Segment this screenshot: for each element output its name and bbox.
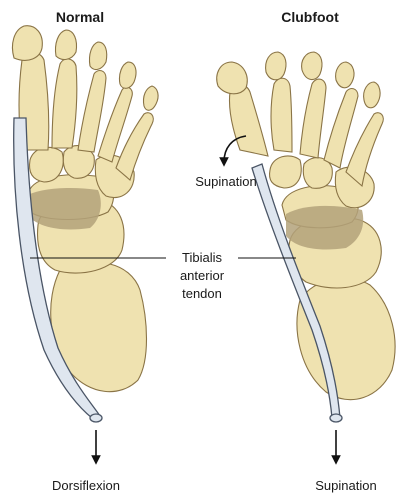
clubfoot-cuneiform-2 [302,157,333,189]
normal-metatarsal-4 [97,86,133,163]
clubfoot-talus-head-shade [286,205,364,250]
clubfoot-metatarsal-3 [299,78,327,159]
clubfoot-cuneiform-1 [268,155,302,189]
supination-upper-label: Supination [195,174,256,189]
normal-toe-2 [54,29,78,61]
clubfoot [216,51,396,401]
dorsiflexion-label: Dorsiflexion [52,478,120,493]
normal-talus-head-shade [26,188,101,230]
clubfoot-tendon [251,163,343,423]
clubfoot-tendon-end [329,413,343,423]
normal-toe-5 [142,85,159,111]
tendon-label-line2: anterior [180,268,225,283]
tendon-label-line1: Tibialis [182,250,222,265]
clubfoot-toe-2 [265,51,287,81]
clubfoot-metatarsal-1 [228,83,269,157]
panel-title-clubfoot: Clubfoot [281,9,339,25]
supination-bottom-label: Supination [315,478,376,493]
clubfoot-toe-3 [301,51,323,81]
clubfoot-metatarsal-2 [270,77,293,153]
clubfoot-toe-5 [363,81,381,109]
normal-toe-1 [11,25,43,61]
supination-curved-arrow [219,135,247,167]
normal-tendon [13,117,103,423]
clubfoot-toe-1 [216,61,248,95]
clubfoot-calcaneus [296,277,396,401]
normal-metatarsal-3 [77,69,107,153]
normal-foot [11,25,159,393]
tendon-label-line3: tendon [182,286,222,301]
clubfoot-toe-4 [335,61,355,89]
clubfoot-metatarsal-5 [345,112,384,188]
clubfoot-metatarsal-4 [323,87,359,169]
normal-toe-3 [88,41,108,71]
normal-metatarsal-5 [115,112,154,181]
normal-metatarsal-2 [51,58,78,149]
normal-tendon-end [89,413,103,423]
panel-title-normal: Normal [56,9,104,25]
normal-toe-4 [118,61,137,89]
